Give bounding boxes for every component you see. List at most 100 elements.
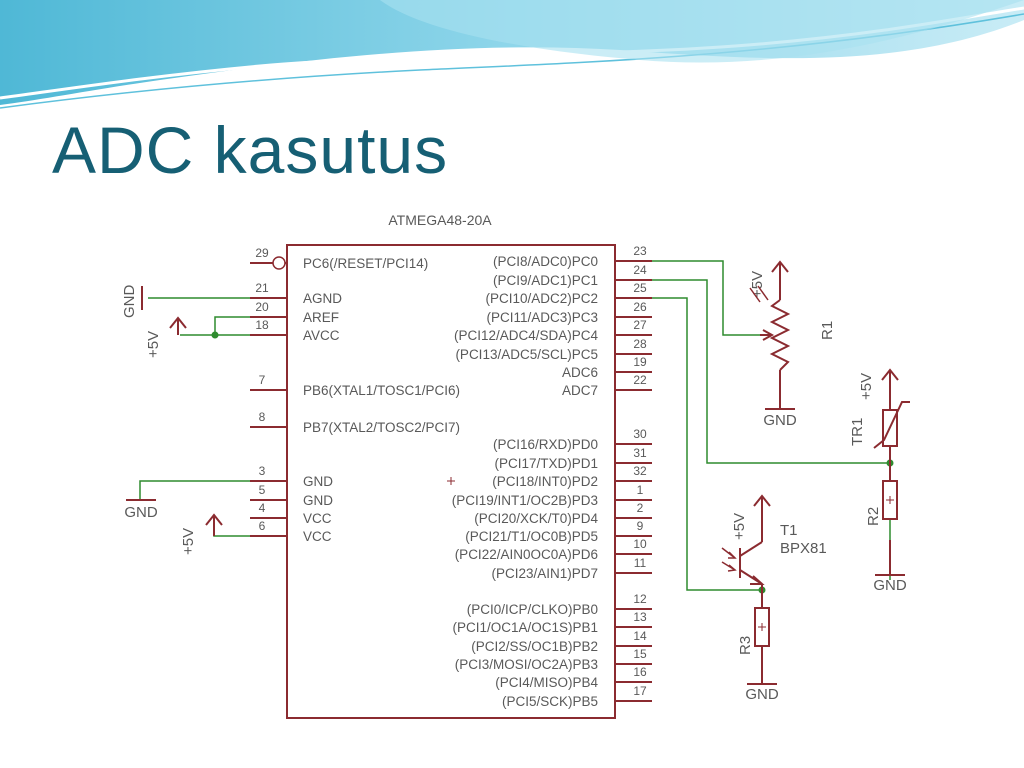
light-arrow-icon xyxy=(721,547,737,572)
chip-pin-right: 28 (PCI13/ADC5/SCL)PC5 xyxy=(455,337,652,362)
chip-pin-right: 17(PCI5/SCK)PB5 xyxy=(502,684,652,709)
pin-label: GND xyxy=(303,493,333,508)
pin-label: VCC xyxy=(303,511,332,526)
supply-arrow xyxy=(753,494,771,525)
pin-label: (PCI3/MOSI/OC2A)PB3 xyxy=(455,657,598,672)
pin-number: 20 xyxy=(255,300,269,314)
pin-label: (PCI4/MISO)PB4 xyxy=(495,675,598,690)
pin-label: AGND xyxy=(303,291,342,306)
pin-number: 13 xyxy=(633,610,647,624)
pin-label: (PCI12/ADC4/SDA)PC4 xyxy=(454,328,599,343)
gnd-label: GND xyxy=(121,285,138,319)
pin-number: 26 xyxy=(633,300,647,314)
chip-pin-right: 10 (PCI22/AIN0OC0A)PD6 xyxy=(455,537,652,562)
pin-number: 22 xyxy=(633,373,647,387)
pin-number: 29 xyxy=(255,246,269,260)
left-pin-group: 29PC6(/RESET/PCI14)21AGND20AREF18AVCC7PB… xyxy=(250,246,460,544)
pin-label: (PCI21/T1/OC0B)PD5 xyxy=(465,529,598,544)
pin-label: ADC6 xyxy=(562,365,598,380)
pin-number: 7 xyxy=(259,373,266,387)
supply-label: +5V xyxy=(858,373,875,400)
pin-label: (PCI19/INT1/OC2B)PD3 xyxy=(452,493,598,508)
pin-label: AREF xyxy=(303,310,339,325)
chip-pin-right: 16 (PCI4/MISO)PB4 xyxy=(495,665,652,690)
pin-number: 28 xyxy=(633,337,647,351)
supply-arrow xyxy=(881,368,899,395)
pin-label: (PCI10/ADC2)PC2 xyxy=(485,291,598,306)
supply-label: +5V xyxy=(731,513,748,540)
pin-number: 10 xyxy=(633,537,647,551)
pin-label: PB7(XTAL2/TOSC2/PCI7) xyxy=(303,420,460,435)
thermistor-tr1 xyxy=(873,395,910,463)
pin-label: (PCI17/TXD)PD1 xyxy=(494,456,598,471)
pin-number: 19 xyxy=(633,355,647,369)
supply-label: +5V xyxy=(145,331,162,358)
supply-label: +5V xyxy=(180,528,197,555)
chip-pin-right: 12 (PCI0/ICP/CLKO)PB0 xyxy=(467,592,652,617)
supply-arrow xyxy=(771,260,789,300)
pin-number: 31 xyxy=(633,446,647,460)
r3-label: R3 xyxy=(737,636,754,655)
pin-label: (PCI5/SCK)PB5 xyxy=(502,694,598,709)
pin-label: (PCI20/XCK/T0)PD4 xyxy=(474,511,598,526)
resistor-r2 xyxy=(882,463,898,520)
pin-label: (PCI11/ADC3)PC3 xyxy=(486,310,598,325)
pin-number: 21 xyxy=(255,281,269,295)
chip-pin-right: 27 (PCI12/ADC4/SDA)PC4 xyxy=(454,318,652,343)
pin-label: (PCI9/ADC1)PC1 xyxy=(493,273,598,288)
pin-number: 25 xyxy=(633,281,647,295)
chip-pin-right: 14(PCI2/SS/OC1B)PB2 xyxy=(471,629,652,654)
pin-number: 23 xyxy=(633,244,647,258)
r1-label: R1 xyxy=(819,321,836,340)
pin-number: 16 xyxy=(633,665,647,679)
pin-label: (PCI23/AIN1)PD7 xyxy=(491,566,598,581)
pin-label: (PCI22/AIN0OC0A)PD6 xyxy=(455,547,598,562)
slide-title: ADC kasutus xyxy=(52,113,449,187)
r2-label: R2 xyxy=(865,507,882,526)
resistor-r3 xyxy=(754,590,770,647)
pin-label: PC6(/RESET/PCI14) xyxy=(303,256,428,271)
pin-label: ADC7 xyxy=(562,383,598,398)
pin-label: (PCI0/ICP/CLKO)PB0 xyxy=(467,602,598,617)
pin-number: 27 xyxy=(633,318,647,332)
pin-number: 6 xyxy=(259,519,266,533)
pin-label: GND xyxy=(303,474,333,489)
chip-pin-right: 1(PCI19/INT1/OC2B)PD3 xyxy=(452,483,652,508)
reset-inversion-bubble xyxy=(272,256,286,270)
gnd-label: GND xyxy=(124,504,158,521)
pin-label: (PCI13/ADC5/SCL)PC5 xyxy=(455,347,598,362)
chip-name: ATMEGA48-20A xyxy=(388,212,492,228)
phototransistor-t1 xyxy=(739,525,765,590)
chip-pin-right: 2 (PCI20/XCK/T0)PD4 xyxy=(474,501,652,526)
tr1-label: TR1 xyxy=(849,418,866,446)
t1-label: T1 xyxy=(780,522,798,539)
pin-number: 2 xyxy=(637,501,644,515)
t1-part-label: BPX81 xyxy=(780,540,827,557)
pin-number: 8 xyxy=(259,410,266,424)
chip-pin-right: 31 (PCI17/TXD)PD1 xyxy=(494,446,652,471)
pin-number: 32 xyxy=(633,464,647,478)
pin-number: 14 xyxy=(633,629,647,643)
chip-pin-right: 23(PCI8/ADC0)PC0 xyxy=(493,244,652,269)
pin-number: 12 xyxy=(633,592,647,606)
light-arrow-icon xyxy=(749,285,769,303)
pin-label: (PCI18/INT0)PD2 xyxy=(492,474,598,489)
pin-number: 15 xyxy=(633,647,647,661)
chip-pin-right: 15 (PCI3/MOSI/OC2A)PB3 xyxy=(455,647,652,672)
chip-pin-right: 30(PCI16/RXD)PD0 xyxy=(493,427,652,452)
pin-label: (PCI16/RXD)PD0 xyxy=(493,437,598,452)
chip-pin-right: 32 (PCI18/INT0)PD2 xyxy=(492,464,652,489)
pin-number: 9 xyxy=(637,519,644,533)
header-wave-decoration xyxy=(0,0,1024,109)
chip-pin-right: 13(PCI1/OC1A/OC1S)PB1 xyxy=(452,610,652,635)
gnd-label: GND xyxy=(873,577,907,594)
